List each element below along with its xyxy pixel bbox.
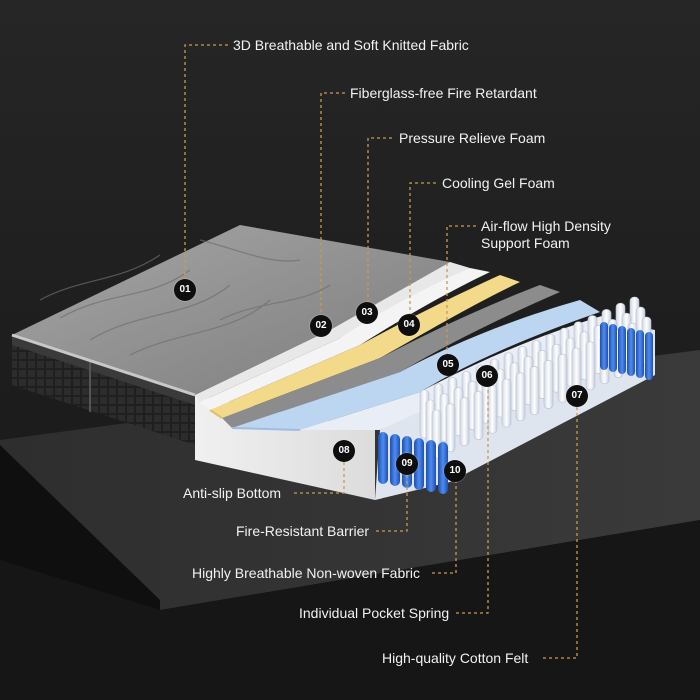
badge-02: 02 [310, 315, 332, 337]
pocket-spring [473, 391, 484, 440]
pressure-foam-layer [200, 268, 490, 410]
badge-03: 03 [356, 302, 378, 324]
pocket-spring [543, 360, 554, 409]
label-nonwoven: Highly Breathable Non-woven Fabric [192, 565, 420, 581]
pocket-spring-blue [645, 332, 653, 380]
badge-09: 09 [396, 453, 418, 475]
label-pocket-spring: Individual Pocket Spring [299, 605, 450, 621]
label-anti-slip: Anti-slip Bottom [183, 485, 282, 501]
pocket-spring-blue [390, 434, 400, 486]
badge-04: 04 [398, 314, 420, 336]
badge-10: 10 [444, 460, 466, 482]
pocket-spring-blue [627, 328, 635, 376]
quilted-side [12, 335, 195, 445]
badge-01: 01 [174, 279, 196, 301]
top-cover [12, 225, 450, 395]
pocket-spring-blue [636, 330, 644, 378]
pocket-spring [557, 353, 568, 403]
pocket-spring [445, 403, 456, 453]
badge-05: 05 [437, 354, 459, 376]
leader-lines [184, 44, 578, 659]
pocket-spring-blue [600, 322, 608, 370]
pocket-spring-blue [414, 438, 424, 490]
pocket-spring-blue [378, 432, 388, 484]
pocket-spring [501, 378, 512, 428]
pocket-spring-blue [426, 440, 436, 492]
fire-retardant-layer [195, 262, 470, 402]
label-airflow-line2: Support Foam [481, 235, 570, 251]
pocket-spring [487, 384, 498, 434]
badge-08: 08 [333, 440, 355, 462]
label-fire-retardant: Fiberglass-free Fire Retardant [350, 85, 537, 101]
cooling-gel-layer [210, 275, 520, 418]
grey-foam-layer [222, 285, 560, 428]
label-cooling-gel: Cooling Gel Foam [442, 175, 555, 191]
pocket-spring [459, 397, 470, 446]
label-pressure-foam: Pressure Relieve Foam [399, 130, 546, 146]
pocket-spring [585, 341, 596, 391]
label-cotton-felt: High-quality Cotton Felt [382, 650, 529, 666]
label-fire-barrier: Fire-Resistant Barrier [236, 523, 370, 539]
badge-07: 07 [566, 385, 588, 407]
platform-front [0, 520, 700, 700]
pocket-spring-blue [438, 442, 448, 494]
pocket-spring [529, 366, 540, 415]
airflow-foam-layer [232, 300, 600, 430]
pocket-spring-blue [609, 324, 617, 372]
pocket-spring [515, 372, 526, 422]
pocket-spring-blue [618, 326, 626, 374]
pocket-springs-white [419, 296, 652, 459]
pocket-springs-blue [378, 322, 653, 494]
badge-06: 06 [476, 365, 498, 387]
label-airflow-line1: Air-flow High Density [481, 218, 611, 234]
label-knitted-fabric: 3D Breathable and Soft Knitted Fabric [233, 37, 469, 53]
